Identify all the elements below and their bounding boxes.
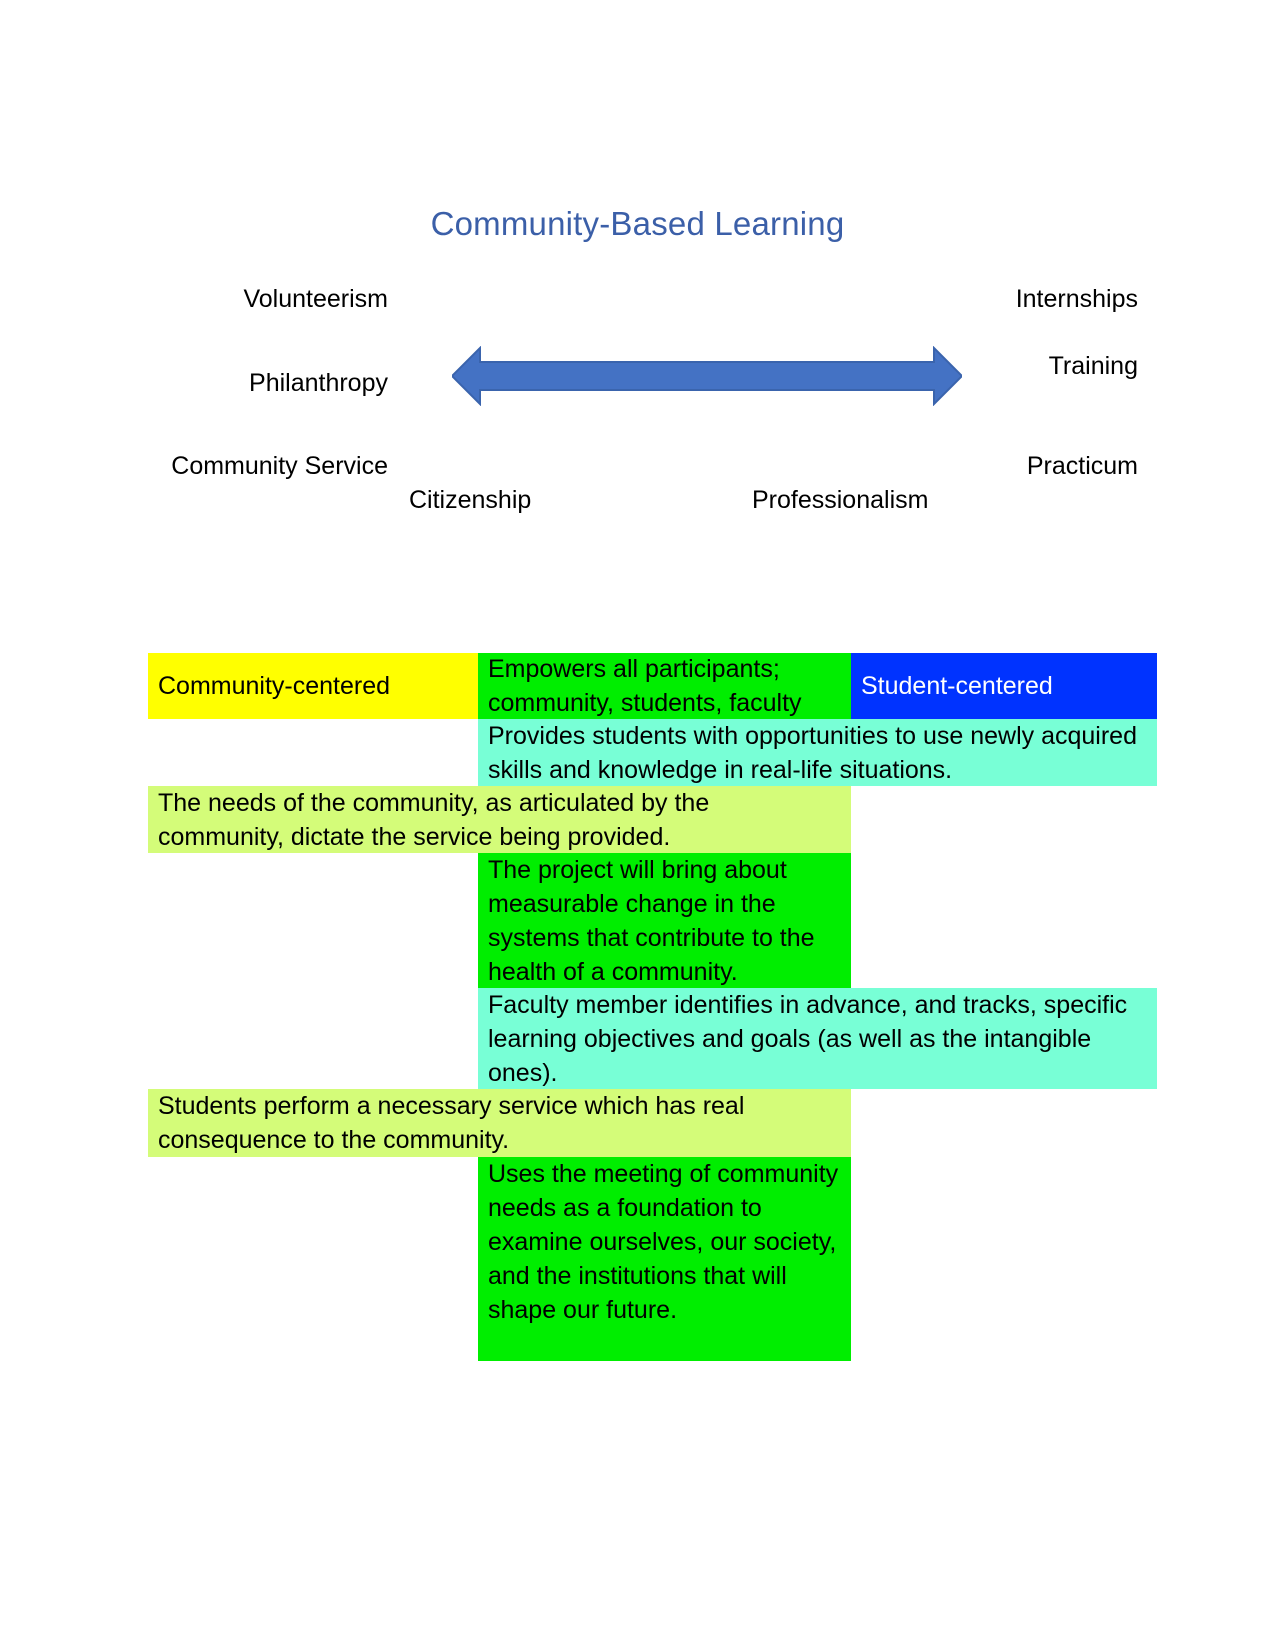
empowers-cell: Empowers all participants; community, st… (478, 653, 851, 719)
student-centered-label: Student-centered (861, 672, 1053, 700)
provides-text: Provides students with opportunities to … (488, 722, 1137, 784)
uses-text: Uses the meeting of community needs as a… (488, 1160, 839, 1324)
student-centered-cell: Student-centered (851, 653, 1157, 719)
uses-cell: Uses the meeting of community needs as a… (478, 1157, 851, 1361)
spectrum-right-internships: Internships (1015, 285, 1138, 313)
double-arrow-icon (452, 346, 962, 406)
needs-text: The needs of the community, as articulat… (158, 789, 710, 851)
spectrum-left-community-service: Community Service (171, 452, 388, 480)
needs-cell: The needs of the community, as articulat… (148, 786, 851, 853)
faculty-text: Faculty member identifies in advance, an… (488, 991, 1128, 1087)
spectrum-right-practicum: Practicum (1026, 452, 1138, 480)
project-cell: The project will bring about measurable … (478, 853, 851, 988)
page-title: Community-Based Learning (430, 205, 845, 242)
empowers-text: Empowers all participants; community, st… (488, 655, 802, 717)
pole-citizenship: Citizenship (409, 486, 532, 514)
community-centered-label: Community-centered (158, 672, 391, 700)
spectrum-right-training: Training (1048, 352, 1138, 380)
pole-professionalism: Professionalism (752, 486, 929, 514)
students-perform-cell: Students perform a necessary service whi… (148, 1089, 851, 1157)
provides-cell: Provides students with opportunities to … (478, 719, 1157, 786)
students-perform-text: Students perform a necessary service whi… (158, 1092, 745, 1154)
spectrum-left-volunteerism: Volunteerism (243, 285, 388, 313)
faculty-cell: Faculty member identifies in advance, an… (478, 988, 1157, 1089)
community-centered-cell: Community-centered (148, 653, 478, 719)
project-text: The project will bring about measurable … (488, 856, 815, 986)
spectrum-left-philanthropy: Philanthropy (249, 369, 388, 397)
